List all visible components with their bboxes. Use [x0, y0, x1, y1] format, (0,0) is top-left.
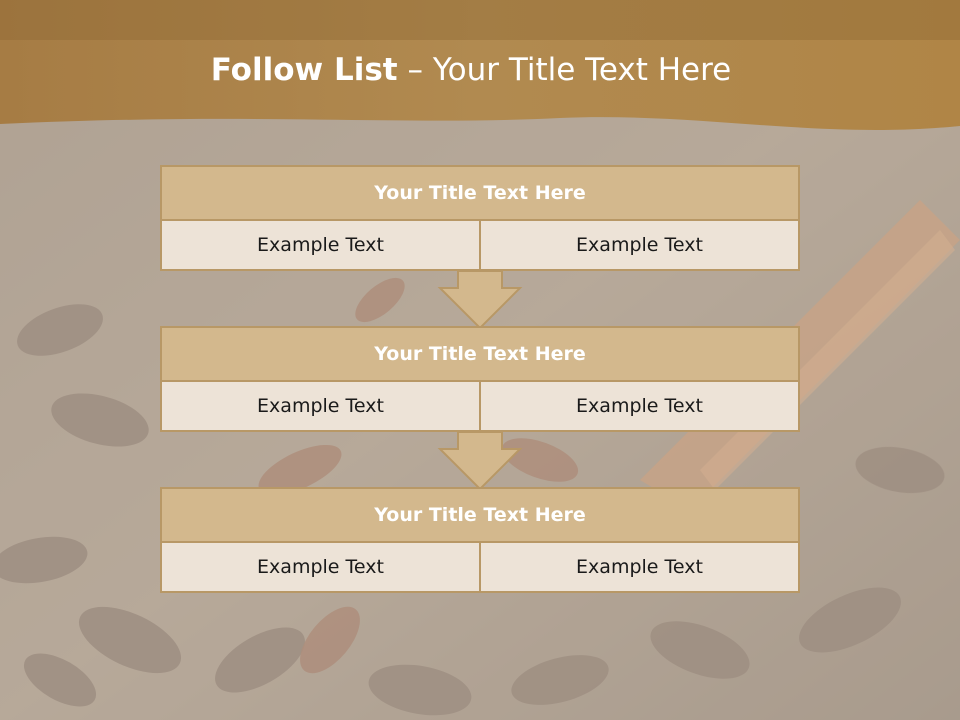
slide-title-strong: Follow List	[210, 52, 398, 88]
step-3: Your Title Text Here Example Text Exampl…	[160, 487, 800, 593]
step-1-left-text: Example Text	[160, 221, 481, 271]
step-3-right-text: Example Text	[481, 543, 800, 593]
step-1-right-text: Example Text	[481, 221, 800, 271]
step-1: Your Title Text Here Example Text Exampl…	[160, 165, 800, 271]
step-2-left-text: Example Text	[160, 382, 481, 432]
step-2: Your Title Text Here Example Text Exampl…	[160, 326, 800, 432]
step-2-title: Your Title Text Here	[160, 326, 800, 382]
slide-title: Follow List – Your Title Text Here	[0, 52, 942, 88]
step-3-left-text: Example Text	[160, 543, 481, 593]
step-3-items: Example Text Example Text	[160, 543, 800, 593]
down-arrow-icon	[437, 270, 523, 330]
step-2-items: Example Text Example Text	[160, 382, 800, 432]
slide-title-rest: – Your Title Text Here	[407, 52, 732, 88]
step-3-title: Your Title Text Here	[160, 487, 800, 543]
step-1-items: Example Text Example Text	[160, 221, 800, 271]
down-arrow-icon	[437, 431, 523, 491]
step-1-title: Your Title Text Here	[160, 165, 800, 221]
step-2-right-text: Example Text	[481, 382, 800, 432]
